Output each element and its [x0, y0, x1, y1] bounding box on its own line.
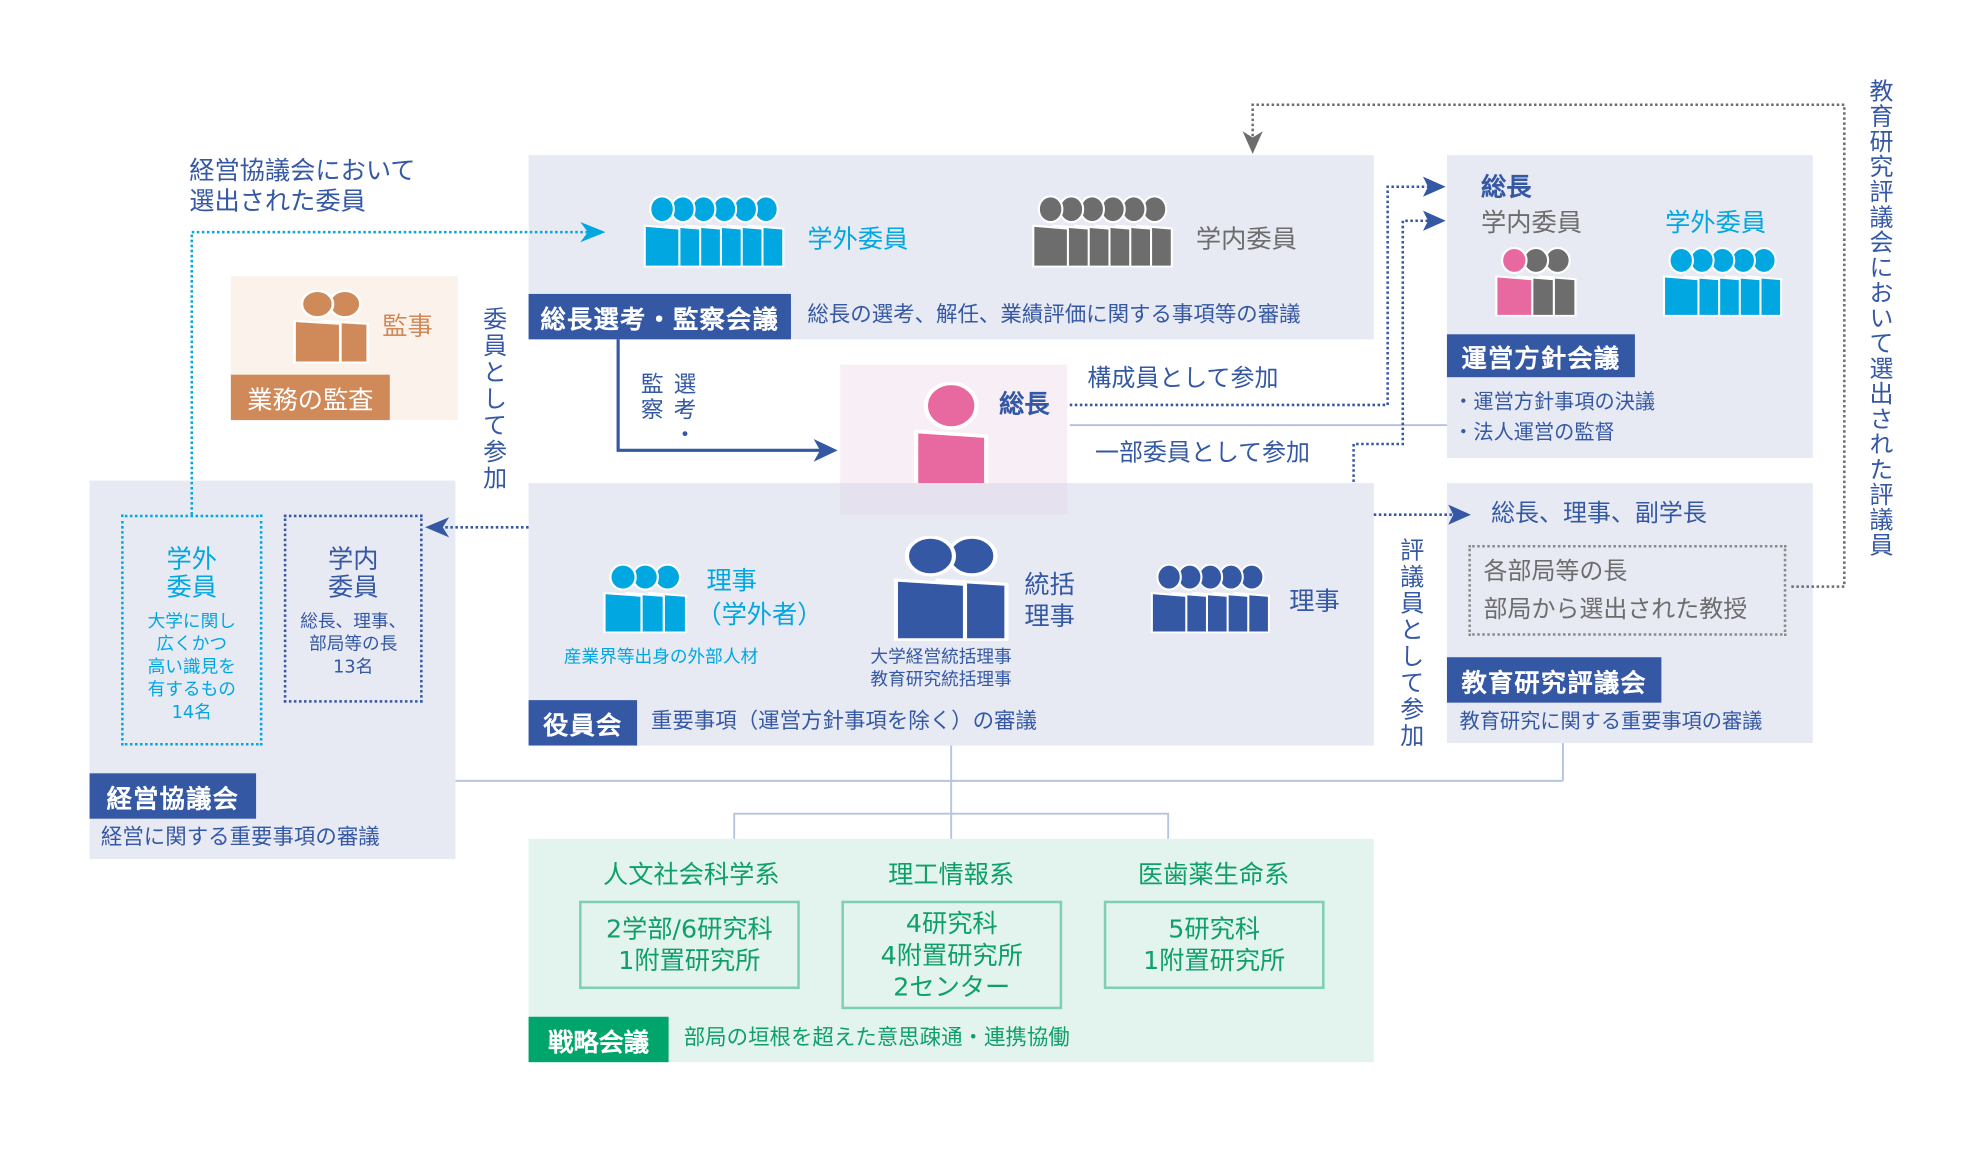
education-council-description: 教育研究に関する重要事項の審議 [1459, 708, 1763, 733]
elected-councilor-text: 教育研究評議会において選出された評議員 [1865, 78, 1894, 558]
auditor-label: 業務の監査 [230, 374, 390, 421]
executive-line2: 理事 [1024, 600, 1075, 631]
executive-note2: 教育研究統括理事 [870, 669, 1012, 691]
management-external-title1: 学外 [166, 543, 217, 574]
strategy-group-box: 4研究科 4附置研究所 2センター [841, 900, 1063, 1010]
person-figure [914, 382, 989, 500]
board-description: 重要事項（運営方針事項を除く）の審議 [650, 708, 1037, 735]
policy-item: ・法人運営の監督 [1453, 420, 1615, 445]
person-figure [1663, 247, 1700, 317]
as-partial-member-text: 一部委員として参加 [1094, 439, 1310, 467]
external-director-line1: 理事 [706, 565, 757, 596]
board-label: 役員会 [528, 700, 638, 746]
management-council-description: 経営に関する重要事項の審議 [100, 825, 380, 851]
education-members: 総長、理事、副学長 [1491, 499, 1707, 528]
management-external-line: 広くかつ [156, 634, 228, 655]
strategy-group-line: 4附置研究所 [880, 939, 1023, 970]
management-internal-count: 13名 [333, 657, 374, 678]
president-title: 総長 [999, 388, 1050, 419]
president-icon [913, 382, 989, 500]
external-members-icon [643, 195, 785, 268]
executive-line1: 統括 [1024, 568, 1075, 600]
strategy-label: 戦略会議 [528, 1016, 669, 1063]
person-figure [1495, 247, 1534, 317]
connector-line [733, 812, 1170, 839]
management-external-title2: 委員 [166, 571, 217, 602]
policy-external-icon [1663, 247, 1783, 317]
person-figure [1150, 563, 1188, 634]
as-member-arrowhead [1422, 176, 1446, 197]
policy-internal-icon [1495, 247, 1577, 317]
education-box-line1: 各部局等の長 [1483, 557, 1628, 586]
management-external-count: 14名 [171, 702, 212, 723]
management-note: 経営協議会において 選出された委員 [189, 155, 415, 216]
selection-text: 選考・ [669, 372, 697, 448]
management-council-label: 経営協議会 [89, 773, 257, 819]
strategy-group-box: 2学部/6研究科 1附置研究所 [579, 900, 800, 990]
management-internal-title2: 委員 [327, 571, 379, 602]
strategy-group-name: 理工情報系 [888, 859, 1015, 890]
management-internal-box: 学内 委員 総長、理事、 部局等の長 13名 [283, 514, 423, 703]
management-external-line: 高い識見を [147, 657, 236, 678]
policy-internal-label: 学内委員 [1481, 206, 1582, 238]
strategy-description: 部局の垣根を超えた意思疎通・連携協働 [683, 1025, 1070, 1051]
policy-president: 総長 [1481, 171, 1532, 202]
strategy-group-line: 2センター [893, 970, 1011, 1002]
director-label: 理事 [1289, 585, 1340, 616]
management-internal-line: 総長、理事、 [300, 611, 407, 633]
audit-text: 監察 [637, 372, 664, 423]
as-member-text: 構成員として参加 [1087, 364, 1279, 393]
executive-note1: 大学経営統括理事 [870, 647, 1012, 668]
selection-council-description: 総長の選考、解任、業績評価に関する事項等の審議 [807, 302, 1301, 328]
president-panel-overlap [840, 483, 1068, 515]
management-note-line2: 選出された委員 [189, 185, 366, 216]
strategy-panel [528, 838, 1374, 1063]
management-external-box: 学外 委員 大学に関し 広くかつ 高い識見を 有するもの 14名 [121, 514, 263, 746]
policy-external-label: 学外委員 [1665, 206, 1767, 238]
elected-councilor-arrowhead [1242, 131, 1263, 154]
internal-members-label: 学内委員 [1195, 223, 1297, 254]
policy-council-label: 運営方針会議 [1446, 334, 1635, 378]
selection-council-label: 総長選考・監察会議 [528, 293, 791, 340]
external-director-note: 産業界等出身の外部人材 [563, 647, 759, 668]
education-council-label: 教育研究評議会 [1446, 657, 1662, 703]
strategy-group-line: 1附置研究所 [1143, 944, 1286, 976]
strategy-group-name: 医歯薬生命系 [1137, 859, 1290, 890]
policy-item: ・運営方針事項の決議 [1453, 389, 1656, 414]
person-figure [1032, 195, 1069, 268]
person-figure [643, 195, 681, 268]
auditor-title: 監事 [382, 310, 433, 341]
management-external-line: 有するもの [147, 679, 236, 701]
person-figure [603, 563, 643, 634]
education-box-line2: 部局から選出された教授 [1483, 595, 1748, 624]
auditor-icon [293, 290, 370, 364]
strategy-group-line: 2学部/6研究科 [606, 913, 773, 944]
strategy-group-line: 4研究科 [905, 907, 998, 938]
selection-audit-arrowhead [813, 439, 838, 462]
internal-members-icon [1032, 195, 1173, 268]
management-internal-line: 部局等の長 [309, 634, 398, 655]
management-internal-title1: 学内 [327, 543, 379, 574]
external-members-label: 学外委員 [807, 223, 909, 254]
external-directors-icon [603, 563, 688, 634]
education-elected-box: 各部局等の長 部局から選出された教授 [1468, 544, 1787, 636]
as-councilor-text: 評議員として参加 [1396, 537, 1425, 750]
management-external-line: 大学に関し [147, 611, 236, 633]
person-figure [893, 536, 968, 641]
strategy-group-box: 5研究科 1附置研究所 [1103, 900, 1325, 990]
person-figure [293, 290, 342, 364]
participate-as-member-text: 委員として参加 [479, 306, 508, 492]
external-director-line2: （学外者） [696, 599, 823, 630]
management-note-line1: 経営協議会において [189, 155, 416, 186]
strategy-group-name: 人文社会科学系 [602, 859, 780, 890]
as-partial-member-arrowhead [1422, 210, 1446, 231]
directors-icon [1150, 563, 1270, 634]
strategy-group-line: 1附置研究所 [618, 944, 761, 976]
executive-directors-icon [893, 536, 1009, 641]
strategy-group-line: 5研究科 [1168, 913, 1261, 944]
